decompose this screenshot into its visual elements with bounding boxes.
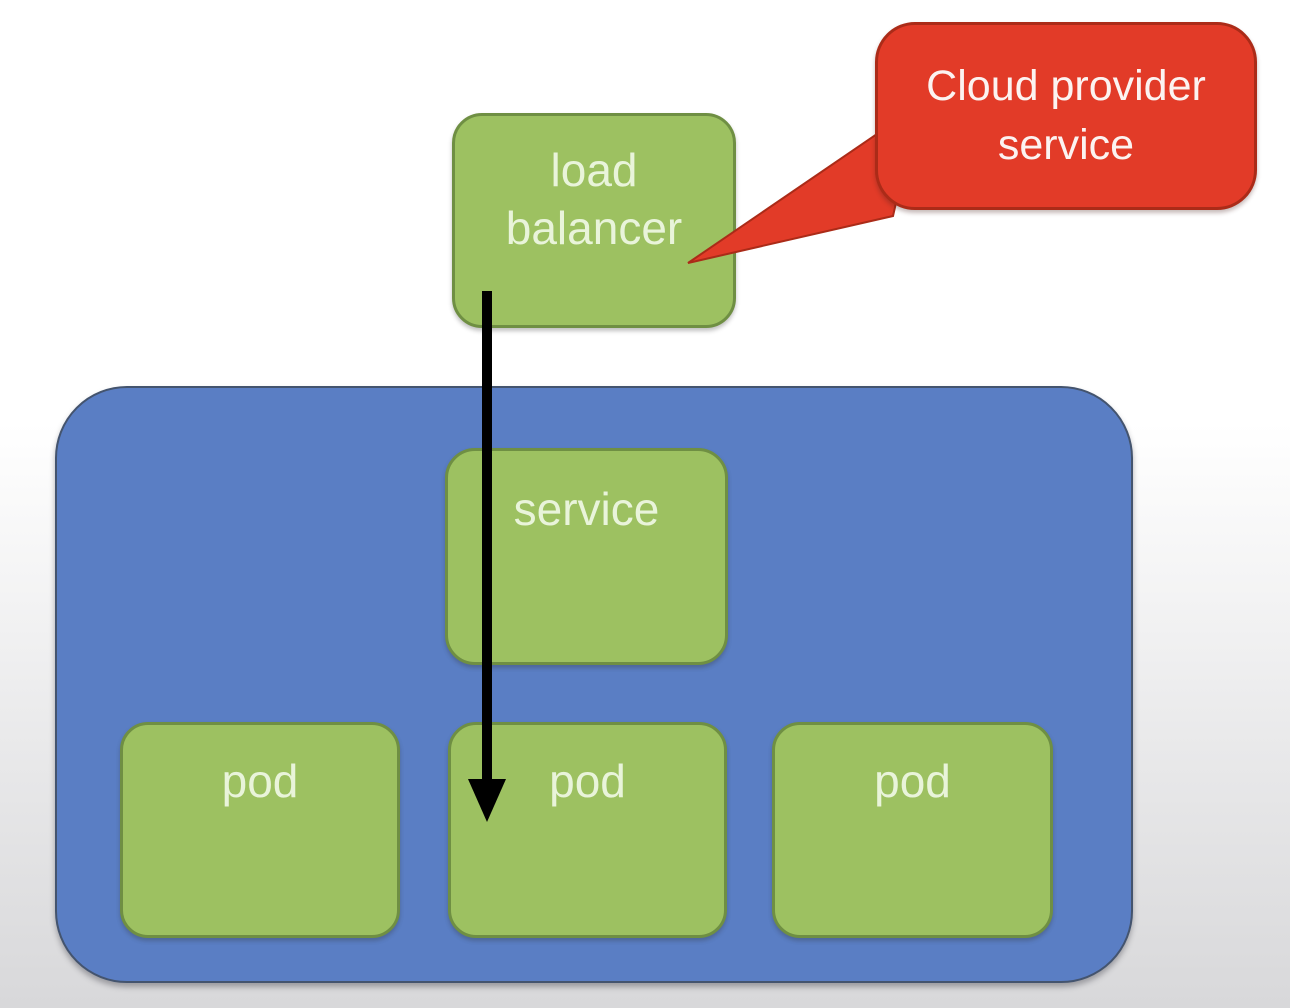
pod-node-3: pod (772, 722, 1053, 938)
cloud-provider-callout: Cloud provider service (875, 22, 1257, 210)
load-balancer-node: load balancer (452, 113, 736, 328)
service-node: service (445, 448, 728, 665)
pod-node-2: pod (448, 722, 727, 938)
pod-node-1: pod (120, 722, 400, 938)
